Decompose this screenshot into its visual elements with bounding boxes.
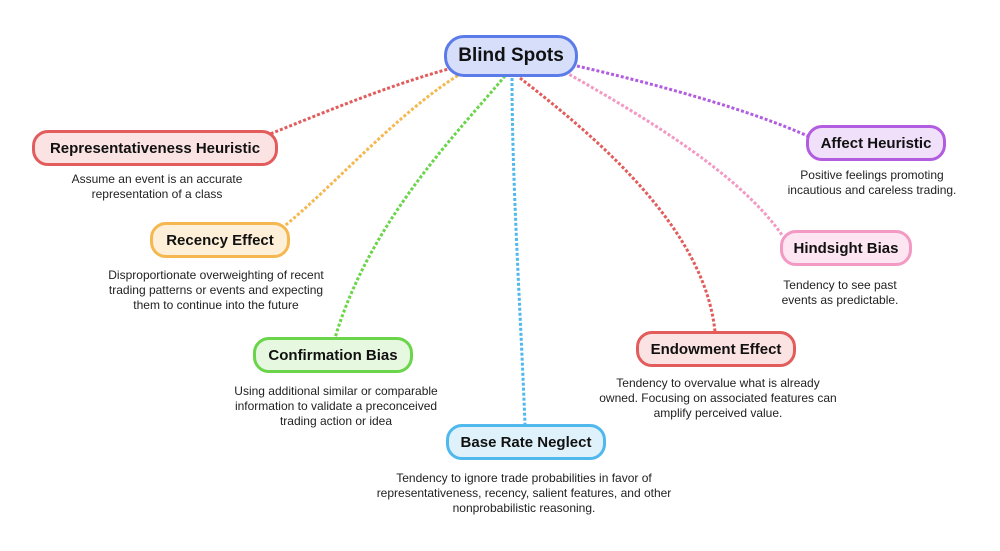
node-label: Affect Heuristic — [820, 134, 932, 152]
connector-representativeness-heuristic — [269, 66, 453, 136]
node-base-rate-neglect[interactable]: Base Rate Neglect — [446, 424, 606, 460]
description-hindsight-bias: Tendency to see past events as predictab… — [781, 278, 899, 307]
node-recency-effect[interactable]: Recency Effect — [150, 222, 290, 258]
node-label: Base Rate Neglect — [460, 433, 592, 451]
description-affect-heuristic: Positive feelings promoting incautious a… — [787, 168, 957, 197]
node-label: Recency Effect — [166, 231, 274, 249]
description-representativeness-heuristic: Assume an event is an accurate represent… — [71, 172, 243, 201]
connector-base-rate-neglect — [510, 77, 527, 425]
connector-confirmation-bias — [333, 75, 507, 339]
description-confirmation-bias: Using additional similar or comparable i… — [234, 384, 438, 428]
node-endowment-effect[interactable]: Endowment Effect — [636, 331, 796, 367]
node-label: Confirmation Bias — [268, 346, 398, 364]
description-endowment-effect: Tendency to overvalue what is already ow… — [599, 376, 837, 420]
node-affect-heuristic[interactable]: Affect Heuristic — [806, 125, 946, 161]
node-confirmation-bias[interactable]: Confirmation Bias — [253, 337, 413, 373]
connector-affect-heuristic — [576, 64, 811, 139]
connectors — [269, 64, 811, 425]
root-node-blind-spots[interactable]: Blind Spots — [444, 35, 578, 77]
connector-hindsight-bias — [564, 70, 784, 236]
node-label: Hindsight Bias — [793, 239, 899, 257]
node-representativeness-heuristic[interactable]: Representativeness Heuristic — [32, 130, 278, 166]
node-label: Representativeness Heuristic — [49, 139, 261, 157]
root-node-label: Blind Spots — [458, 45, 564, 66]
connector-endowment-effect — [519, 76, 717, 333]
node-label: Endowment Effect — [650, 340, 782, 358]
description-base-rate-neglect: Tendency to ignore trade probabilities i… — [376, 471, 672, 515]
description-recency-effect: Disproportionate overweighting of recent… — [108, 268, 324, 312]
connector-recency-effect — [281, 71, 463, 230]
node-hindsight-bias[interactable]: Hindsight Bias — [780, 230, 912, 266]
